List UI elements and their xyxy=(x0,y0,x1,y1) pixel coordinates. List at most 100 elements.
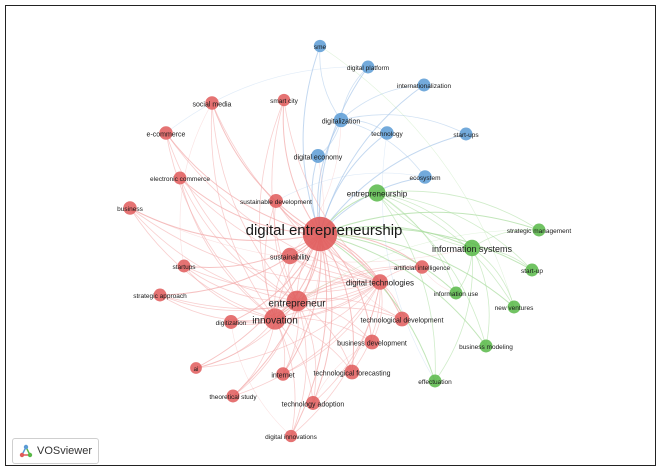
node-digital-technologies[interactable] xyxy=(372,274,388,290)
node-technology[interactable] xyxy=(380,126,394,140)
node-effectuation[interactable] xyxy=(428,374,442,388)
node-sustainable-development[interactable] xyxy=(269,194,283,208)
link xyxy=(296,300,317,404)
label-internet[interactable]: internet xyxy=(271,372,294,379)
label-smart-city[interactable]: smart city xyxy=(270,98,299,105)
link xyxy=(129,207,276,320)
label-artificial-intelligence[interactable]: artificial intelligence xyxy=(394,265,451,272)
node-strategic-approach[interactable] xyxy=(153,288,167,302)
label-start-ups[interactable]: start-ups xyxy=(453,132,479,139)
label-digital-entrepreneurship[interactable]: digital entrepreneurship xyxy=(246,222,403,239)
node-digitization[interactable] xyxy=(224,315,238,329)
label-sustainable-development[interactable]: sustainable development xyxy=(240,199,312,206)
link xyxy=(296,265,423,302)
label-strategic-management[interactable]: strategic management xyxy=(507,228,572,235)
node-start-up[interactable] xyxy=(525,263,539,277)
label-startups[interactable]: startups xyxy=(172,264,196,271)
node-artificial-intelligence[interactable] xyxy=(415,260,429,274)
node-technological-forecasting[interactable] xyxy=(344,364,360,380)
node-sme[interactable] xyxy=(313,39,327,53)
label-sme[interactable]: sme xyxy=(314,44,327,51)
link xyxy=(319,233,515,308)
node-innovation[interactable] xyxy=(264,308,286,330)
vosviewer-logo-text: VOSviewer xyxy=(37,445,93,457)
node-technology-adoption[interactable] xyxy=(306,396,320,410)
label-theoretical-study[interactable]: theoretical study xyxy=(209,394,257,401)
node-startups[interactable] xyxy=(177,259,191,273)
node-social-media[interactable] xyxy=(205,96,219,110)
label-business[interactable]: business xyxy=(117,206,143,213)
co-occurrence-links xyxy=(129,45,540,437)
node-e-commerce[interactable] xyxy=(159,126,173,140)
label-digital-economy[interactable]: digital economy xyxy=(294,154,343,161)
label-electronic-commerce[interactable]: electronic commerce xyxy=(150,176,210,183)
label-sustainability[interactable]: sustainability xyxy=(270,254,311,261)
node-digitalization[interactable] xyxy=(333,112,349,128)
link xyxy=(282,155,325,375)
label-technology-adoption[interactable]: technology adoption xyxy=(282,401,345,408)
node-ai[interactable] xyxy=(190,362,202,374)
label-entrepreneurship[interactable]: entrepreneurship xyxy=(347,190,408,199)
label-digitization[interactable]: digitization xyxy=(216,320,247,327)
link xyxy=(232,233,321,397)
label-new-ventures[interactable]: new ventures xyxy=(495,305,534,312)
link xyxy=(165,66,369,134)
node-start-ups[interactable] xyxy=(459,127,473,141)
label-digital-platform[interactable]: digital platform xyxy=(347,65,389,72)
node-new-ventures[interactable] xyxy=(507,300,521,314)
node-business[interactable] xyxy=(123,201,137,215)
link xyxy=(319,133,467,235)
node-digital-economy[interactable] xyxy=(311,149,325,163)
label-technological-development[interactable]: technological development xyxy=(361,317,444,324)
node-strategic-management[interactable] xyxy=(532,223,546,237)
node-internationalization[interactable] xyxy=(417,78,431,92)
node-information-use[interactable] xyxy=(449,286,463,300)
node-business-development[interactable] xyxy=(364,334,380,350)
vosviewer-logo: VOSviewer xyxy=(12,438,100,464)
node-technological-development[interactable] xyxy=(394,311,410,327)
label-information-use[interactable]: information use xyxy=(434,291,479,298)
node-entrepreneurship[interactable] xyxy=(368,184,386,202)
label-social-media[interactable]: social media xyxy=(193,101,232,108)
label-business-modeling[interactable]: business modeling xyxy=(459,344,513,351)
link xyxy=(129,207,381,284)
node-information-systems[interactable] xyxy=(463,239,481,257)
node-electronic-commerce[interactable] xyxy=(173,171,187,185)
node-smart-city[interactable] xyxy=(277,93,291,107)
link xyxy=(179,177,276,320)
label-entrepreneur[interactable]: entrepreneur xyxy=(268,298,326,309)
label-technological-forecasting[interactable]: technological forecasting xyxy=(313,370,390,377)
label-digital-technologies[interactable]: digital technologies xyxy=(346,279,414,288)
label-innovation[interactable]: innovation xyxy=(252,315,298,326)
label-ecosystem[interactable]: ecosystem xyxy=(409,175,440,182)
node-business-modeling[interactable] xyxy=(479,339,493,353)
label-technology[interactable]: technology xyxy=(371,131,403,138)
node-theoretical-study[interactable] xyxy=(226,389,240,403)
label-e-commerce[interactable]: e-commerce xyxy=(147,131,186,138)
link xyxy=(376,192,436,382)
link xyxy=(230,281,381,324)
label-internationalization[interactable]: internationalization xyxy=(397,83,452,90)
label-effectuation[interactable]: effectuation xyxy=(418,379,452,386)
node-digital-entrepreneurship[interactable] xyxy=(302,216,338,252)
label-start-up[interactable]: start-up xyxy=(521,268,543,275)
link xyxy=(296,298,403,320)
link xyxy=(289,119,342,257)
label-digitalization[interactable]: digitalization xyxy=(322,118,361,125)
label-digital-innovations[interactable]: digital innovations xyxy=(265,434,317,441)
label-strategic-approach[interactable]: strategic approach xyxy=(133,293,187,300)
link xyxy=(159,281,381,310)
link xyxy=(340,119,426,178)
link xyxy=(179,177,298,302)
node-digital-platform[interactable] xyxy=(361,60,375,74)
node-sustainability[interactable] xyxy=(281,247,299,265)
node-entrepreneur[interactable] xyxy=(286,290,308,312)
node-digital-innovations[interactable] xyxy=(284,429,298,443)
label-information-systems[interactable]: information systems xyxy=(432,244,513,254)
link xyxy=(274,317,373,343)
label-business-development[interactable]: business development xyxy=(337,340,407,347)
node-internet[interactable] xyxy=(276,367,290,381)
node-ecosystem[interactable] xyxy=(418,170,432,184)
label-ai[interactable]: ai xyxy=(194,367,199,373)
